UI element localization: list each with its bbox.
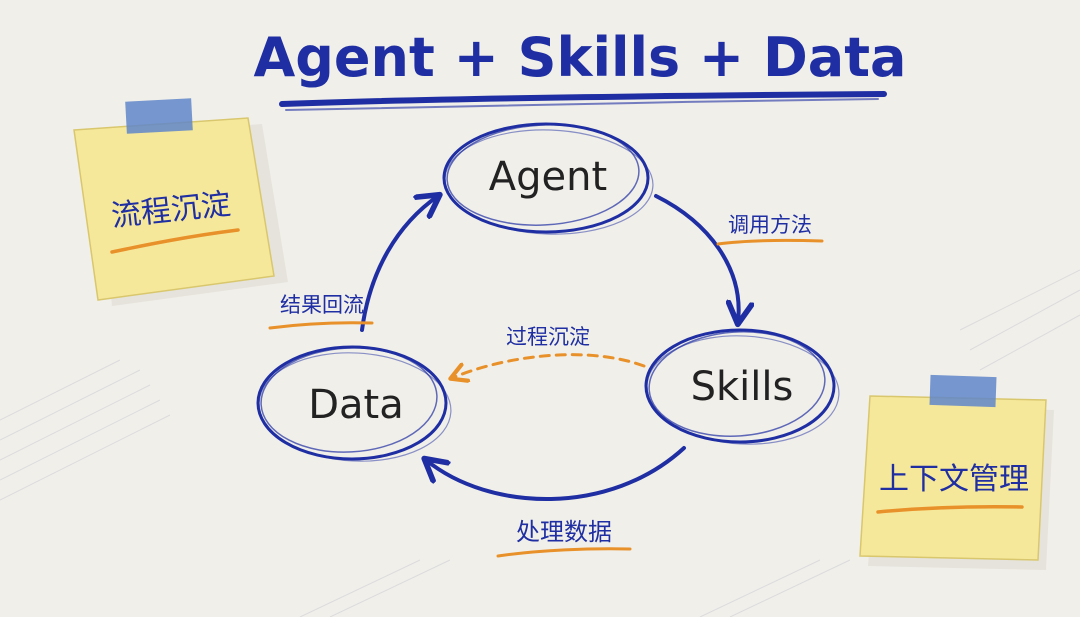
node-data: Data: [256, 345, 452, 462]
pencil-shading: [0, 269, 1080, 617]
diagram-title: Agent + Skills + Data: [253, 26, 906, 89]
tape-left: [125, 98, 193, 134]
arrow-skills-to-data-dashed: [452, 353, 646, 378]
arrow-skills-to-data: [426, 446, 686, 501]
edge-label-data-to-agent: 结果回流: [268, 293, 374, 330]
edge-label-skills-to-data-text: 处理数据: [516, 518, 612, 546]
sticky-note-right: 上下文管理: [859, 374, 1054, 570]
edge-label-agent-to-skills-text: 调用方法: [728, 213, 812, 237]
node-skills-label: Skills: [691, 364, 794, 410]
title-underline-second: [285, 98, 879, 111]
node-agent-label: Agent: [489, 154, 607, 200]
edge-label-agent-to-skills: 调用方法: [716, 213, 824, 246]
sticky-note-left: 流程沉淀: [73, 98, 288, 306]
node-data-label: Data: [308, 382, 404, 428]
edge-label-skills-to-data: 处理数据: [496, 518, 632, 558]
edge-label-skills-to-data-dashed-text: 过程沉淀: [506, 325, 590, 349]
node-skills: Skills: [644, 328, 840, 445]
edge-label-data-to-agent-text: 结果回流: [280, 293, 364, 317]
node-agent: Agent: [442, 122, 654, 235]
sticky-note-right-label: 上下文管理: [879, 462, 1029, 497]
arrow-data-to-agent: [360, 196, 438, 332]
title-underline: [279, 91, 887, 107]
sticky-note-right-underline: [876, 504, 1024, 514]
tape-right: [929, 374, 997, 408]
arrow-agent-to-skills: [654, 194, 739, 322]
edge-label-skills-to-data-dashed: 过程沉淀: [506, 325, 590, 349]
sticky-note-left-underline: [110, 228, 240, 254]
